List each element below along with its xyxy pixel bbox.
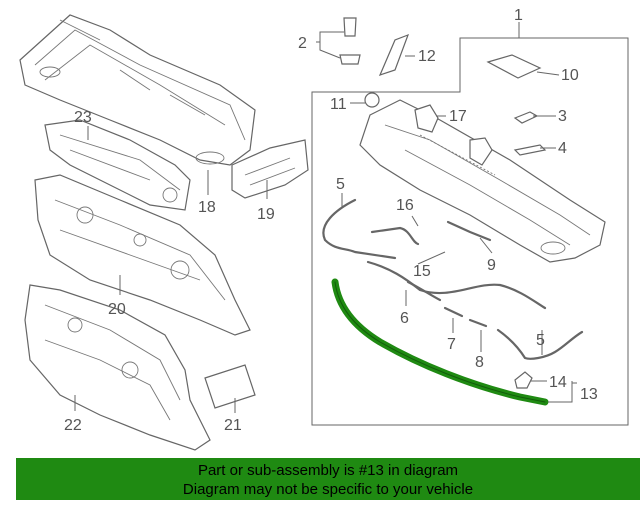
dash-panel (34, 174, 251, 336)
banner-line-disclaimer: Diagram may not be specific to your vehi… (182, 481, 474, 498)
callout-15: 15 (413, 263, 431, 280)
callout-22: 22 (64, 417, 82, 434)
callout-1: 1 (514, 7, 523, 24)
banner-line-part: Part or sub-assembly is #13 in diagram (197, 462, 459, 479)
callout-8: 8 (475, 354, 484, 371)
callout-7: 7 (447, 336, 456, 353)
callout-6: 6 (400, 310, 409, 327)
part-7-hose (443, 306, 464, 318)
side-bracket (231, 139, 309, 199)
part-2-nut (339, 54, 361, 65)
callout-21: 21 (224, 417, 242, 434)
callout-12: 12 (418, 48, 436, 65)
cowl-vent-panel (359, 99, 606, 263)
part-4-clip (513, 144, 547, 156)
leader-lines (74, 22, 577, 413)
part-14-clip (514, 371, 533, 389)
part-2-clip (343, 17, 357, 37)
callout-14: 14 (549, 374, 567, 391)
callout-23: 23 (74, 109, 92, 126)
cowl-top-panel (19, 14, 256, 166)
callout-17: 17 (449, 108, 467, 125)
callout-9: 9 (487, 257, 496, 274)
dash-insulator (24, 284, 211, 451)
dash-upper-panel (44, 119, 191, 211)
info-banner: Part or sub-assembly is #13 in diagram D… (16, 458, 640, 500)
callout-18: 18 (198, 199, 216, 216)
callout-16: 16 (396, 197, 414, 214)
part-nozzle (469, 137, 493, 166)
part-5-hose-upper (322, 198, 397, 260)
callout-3: 3 (558, 108, 567, 125)
callout-10: 10 (561, 67, 579, 84)
callout-19: 19 (257, 206, 275, 223)
assembly-box (311, 37, 629, 426)
part-6-hose (406, 280, 442, 302)
part-17-bracket (414, 104, 439, 133)
part-3-clip (513, 111, 539, 124)
pad-part (204, 364, 256, 409)
part-8-hose (468, 318, 488, 328)
part-10-pad (486, 54, 542, 79)
callout-5-lower: 5 (536, 332, 545, 349)
part-5-hose-lower (496, 328, 584, 360)
parts-diagram: 1 2 12 10 11 17 3 4 5 16 15 9 6 7 8 5 14… (19, 7, 629, 451)
part-9-hose (446, 220, 492, 242)
callout-13: 13 (580, 386, 598, 403)
part-12-seal (378, 33, 410, 76)
callout-20: 20 (108, 301, 126, 318)
callout-5-upper: 5 (336, 176, 345, 193)
part-11-cap (364, 92, 380, 108)
part-15-hose (366, 260, 547, 310)
part-16-hose (370, 226, 420, 246)
callout-11: 11 (330, 96, 347, 113)
callout-4: 4 (558, 140, 567, 157)
callout-2: 2 (298, 35, 307, 52)
